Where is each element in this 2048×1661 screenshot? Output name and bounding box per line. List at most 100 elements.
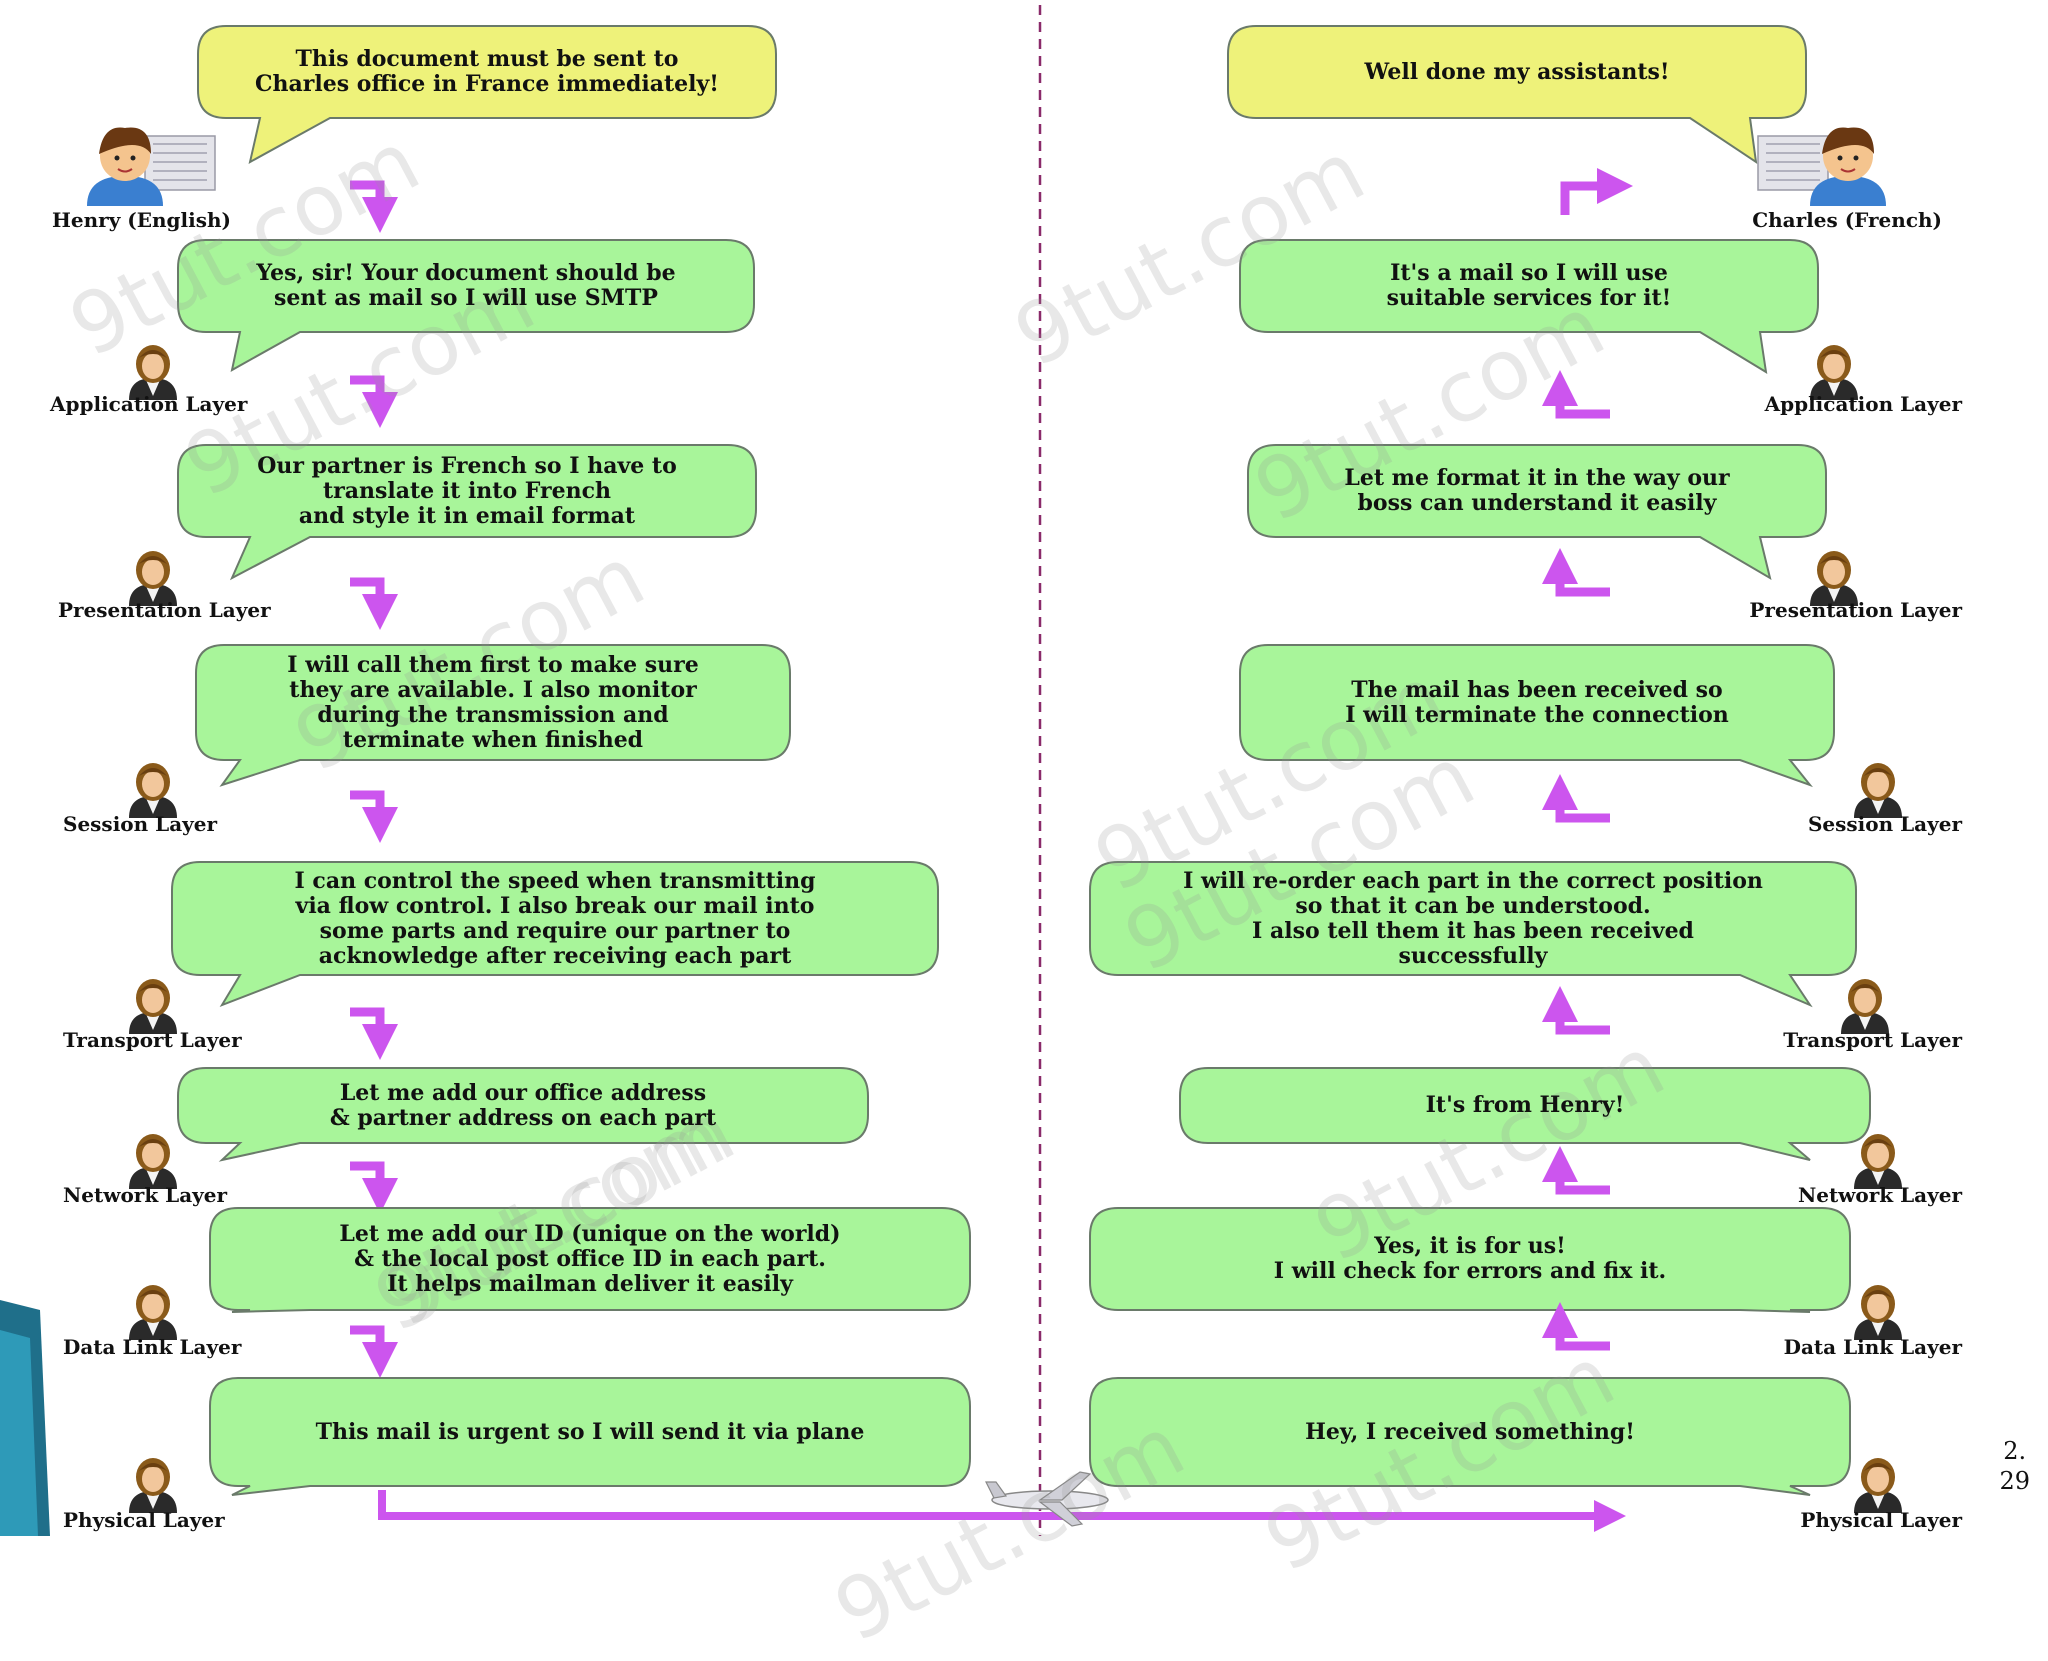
receiver-layer-label-0: Application Layer xyxy=(1764,392,1962,416)
receiver-layer-speech-0-text: It's a mail so I will use suitable servi… xyxy=(1386,260,1672,311)
receiver-layer-label-4: Network Layer xyxy=(1797,1183,1962,1207)
sender-layer-speech-6-text: This mail is urgent so I will send it vi… xyxy=(315,1418,865,1445)
sender-layer-label-6: Physical Layer xyxy=(63,1508,225,1532)
slide-corner-decoration xyxy=(0,1300,50,1536)
sender-boss-speech-text: This document must be sent to Charles of… xyxy=(255,46,719,97)
receiver-layer-speech-2-text: The mail has been received so I will ter… xyxy=(1345,676,1729,728)
up-arrow-to-boss xyxy=(1560,168,1633,215)
receiver-layer-speech-3-text: I will re-order each part in the correct… xyxy=(1183,867,1763,969)
sender-layer-speech-4-text: Let me add our office address & partner … xyxy=(329,1079,717,1131)
down-arrow-6 xyxy=(350,1325,398,1378)
diagram-canvas xyxy=(0,5,1902,1536)
down-arrow-3 xyxy=(350,790,398,843)
sender-layer-bubble-2 xyxy=(195,644,791,787)
physical-link-arrow xyxy=(378,1490,1626,1532)
receiver-assistant-icon-2 xyxy=(1854,763,1902,818)
sender-assistant-icon-0 xyxy=(129,345,177,400)
sender-layer-label-1: Presentation Layer xyxy=(58,598,271,622)
receiver-layer-speech-3: I will re-order each part in the correct… xyxy=(1096,862,1850,975)
receiver-layer-bubble-4 xyxy=(1179,1067,1871,1161)
sender-layer-bubble-0 xyxy=(177,239,755,372)
airplane-icon xyxy=(985,1471,1109,1527)
sender-layer-bubble-1 xyxy=(177,444,757,581)
sender-layer-bubble-6 xyxy=(209,1377,971,1496)
sender-layer-bubble-5 xyxy=(209,1207,971,1313)
receiver-assistant-icon-6 xyxy=(1854,1458,1902,1513)
receiver-layer-speech-6-text: Hey, I received something! xyxy=(1305,1418,1635,1445)
down-arrow-1 xyxy=(350,375,398,428)
receiver-layer-bubble-0 xyxy=(1239,239,1819,374)
henry-avatar xyxy=(87,127,216,206)
sender-layer-speech-0: Yes, sir! Your document should be sent a… xyxy=(184,240,748,332)
sender-layer-speech-5: Let me add our ID (unique on the world) … xyxy=(216,1208,964,1310)
receiver-assistant-icon-0 xyxy=(1810,345,1858,400)
charles-label: Charles (French) xyxy=(1752,208,1942,232)
sender-layer-speech-4: Let me add our office address & partner … xyxy=(184,1068,862,1143)
down-arrow-0 xyxy=(350,180,398,233)
sender-assistant-icon-6 xyxy=(129,1458,177,1513)
receiver-assistant-icon-4 xyxy=(1854,1134,1902,1189)
slide-number: 2. 29 xyxy=(1999,1437,2030,1495)
receiver-layer-speech-4-text: It's from Henry! xyxy=(1425,1092,1625,1118)
receiver-assistant-icon-1 xyxy=(1810,551,1858,606)
receiver-boss-speech-text: Well done my assistants! xyxy=(1364,58,1670,85)
sender-layer-speech-1-text: Our partner is French so I have to trans… xyxy=(257,452,677,529)
receiver-layer-speech-2: The mail has been received so I will ter… xyxy=(1246,645,1828,760)
sender-assistant-icon-1 xyxy=(129,551,177,606)
up-arrow-0 xyxy=(1542,370,1610,419)
up-arrow-3 xyxy=(1542,986,1610,1035)
sender-layer-speech-6: This mail is urgent so I will send it vi… xyxy=(216,1378,964,1486)
sender-assistant-icon-3 xyxy=(129,979,177,1034)
up-arrow-5 xyxy=(1542,1302,1610,1351)
receiver-layer-label-2: Session Layer xyxy=(1807,812,1962,836)
receiver-boss-bubble xyxy=(1227,25,1807,165)
receiver-assistant-icon-3 xyxy=(1841,979,1889,1034)
sender-assistant-icon-2 xyxy=(129,763,177,818)
receiver-layer-bubble-6 xyxy=(1089,1377,1851,1496)
sender-assistant-icon-5 xyxy=(129,1285,177,1340)
receiver-layer-bubble-1 xyxy=(1247,444,1827,581)
sender-layer-bubble-3 xyxy=(171,861,939,1007)
receiver-layer-bubble-2 xyxy=(1239,644,1835,788)
down-arrow-2 xyxy=(350,577,398,630)
receiver-layer-speech-5: Yes, it is for us! I will check for erro… xyxy=(1096,1208,1844,1310)
sender-layer-bubble-4 xyxy=(177,1067,869,1162)
sender-layer-speech-3-text: I can control the speed when transmittin… xyxy=(294,867,816,969)
receiver-layer-bubble-5 xyxy=(1089,1207,1851,1313)
sender-layer-speech-5-text: Let me add our ID (unique on the world) … xyxy=(339,1220,841,1297)
receiver-layer-speech-0: It's a mail so I will use suitable servi… xyxy=(1246,240,1812,332)
sender-layer-label-3: Transport Layer xyxy=(63,1028,242,1052)
receiver-assistant-icon-5 xyxy=(1854,1285,1902,1340)
sender-layer-speech-1: Our partner is French so I have to trans… xyxy=(184,445,750,537)
receiver-layer-label-6: Physical Layer xyxy=(1800,1508,1962,1532)
down-arrow-4 xyxy=(350,1007,398,1060)
sender-layer-label-4: Network Layer xyxy=(63,1183,228,1207)
down-arrow-5 xyxy=(350,1161,398,1214)
up-arrow-2 xyxy=(1542,774,1610,823)
up-arrow-1 xyxy=(1542,548,1610,597)
sender-layer-speech-2-text: I will call them first to make sure they… xyxy=(287,651,699,753)
sender-layer-speech-3: I can control the speed when transmittin… xyxy=(178,862,932,975)
up-arrow-4 xyxy=(1542,1146,1610,1195)
sender-layer-label-2: Session Layer xyxy=(63,812,218,836)
sender-layer-speech-2: I will call them first to make sure they… xyxy=(202,645,784,760)
receiver-layer-speech-1-text: Let me format it in the way our boss can… xyxy=(1344,465,1730,516)
sender-layer-label-5: Data Link Layer xyxy=(63,1335,242,1359)
sender-boss-bubble xyxy=(197,25,777,164)
henry-label: Henry (English) xyxy=(52,208,231,232)
receiver-layer-bubble-3 xyxy=(1089,861,1857,1008)
receiver-layer-speech-1: Let me format it in the way our boss can… xyxy=(1254,445,1820,537)
sender-assistant-icon-4 xyxy=(129,1134,177,1189)
receiver-boss-speech: Well done my assistants! xyxy=(1228,26,1806,118)
receiver-layer-speech-4: It's from Henry! xyxy=(1186,1068,1864,1143)
receiver-layer-label-5: Data Link Layer xyxy=(1783,1335,1962,1359)
receiver-layer-speech-6: Hey, I received something! xyxy=(1096,1378,1844,1486)
sender-boss-speech: This document must be sent to Charles of… xyxy=(198,26,776,118)
sender-layer-speech-0-text: Yes, sir! Your document should be sent a… xyxy=(256,260,676,311)
sender-layer-label-0: Application Layer xyxy=(50,392,248,416)
receiver-layer-speech-5-text: Yes, it is for us! I will check for erro… xyxy=(1273,1233,1667,1284)
receiver-layer-label-1: Presentation Layer xyxy=(1749,598,1962,622)
charles-avatar xyxy=(1757,127,1886,206)
receiver-layer-label-3: Transport Layer xyxy=(1783,1028,1962,1052)
